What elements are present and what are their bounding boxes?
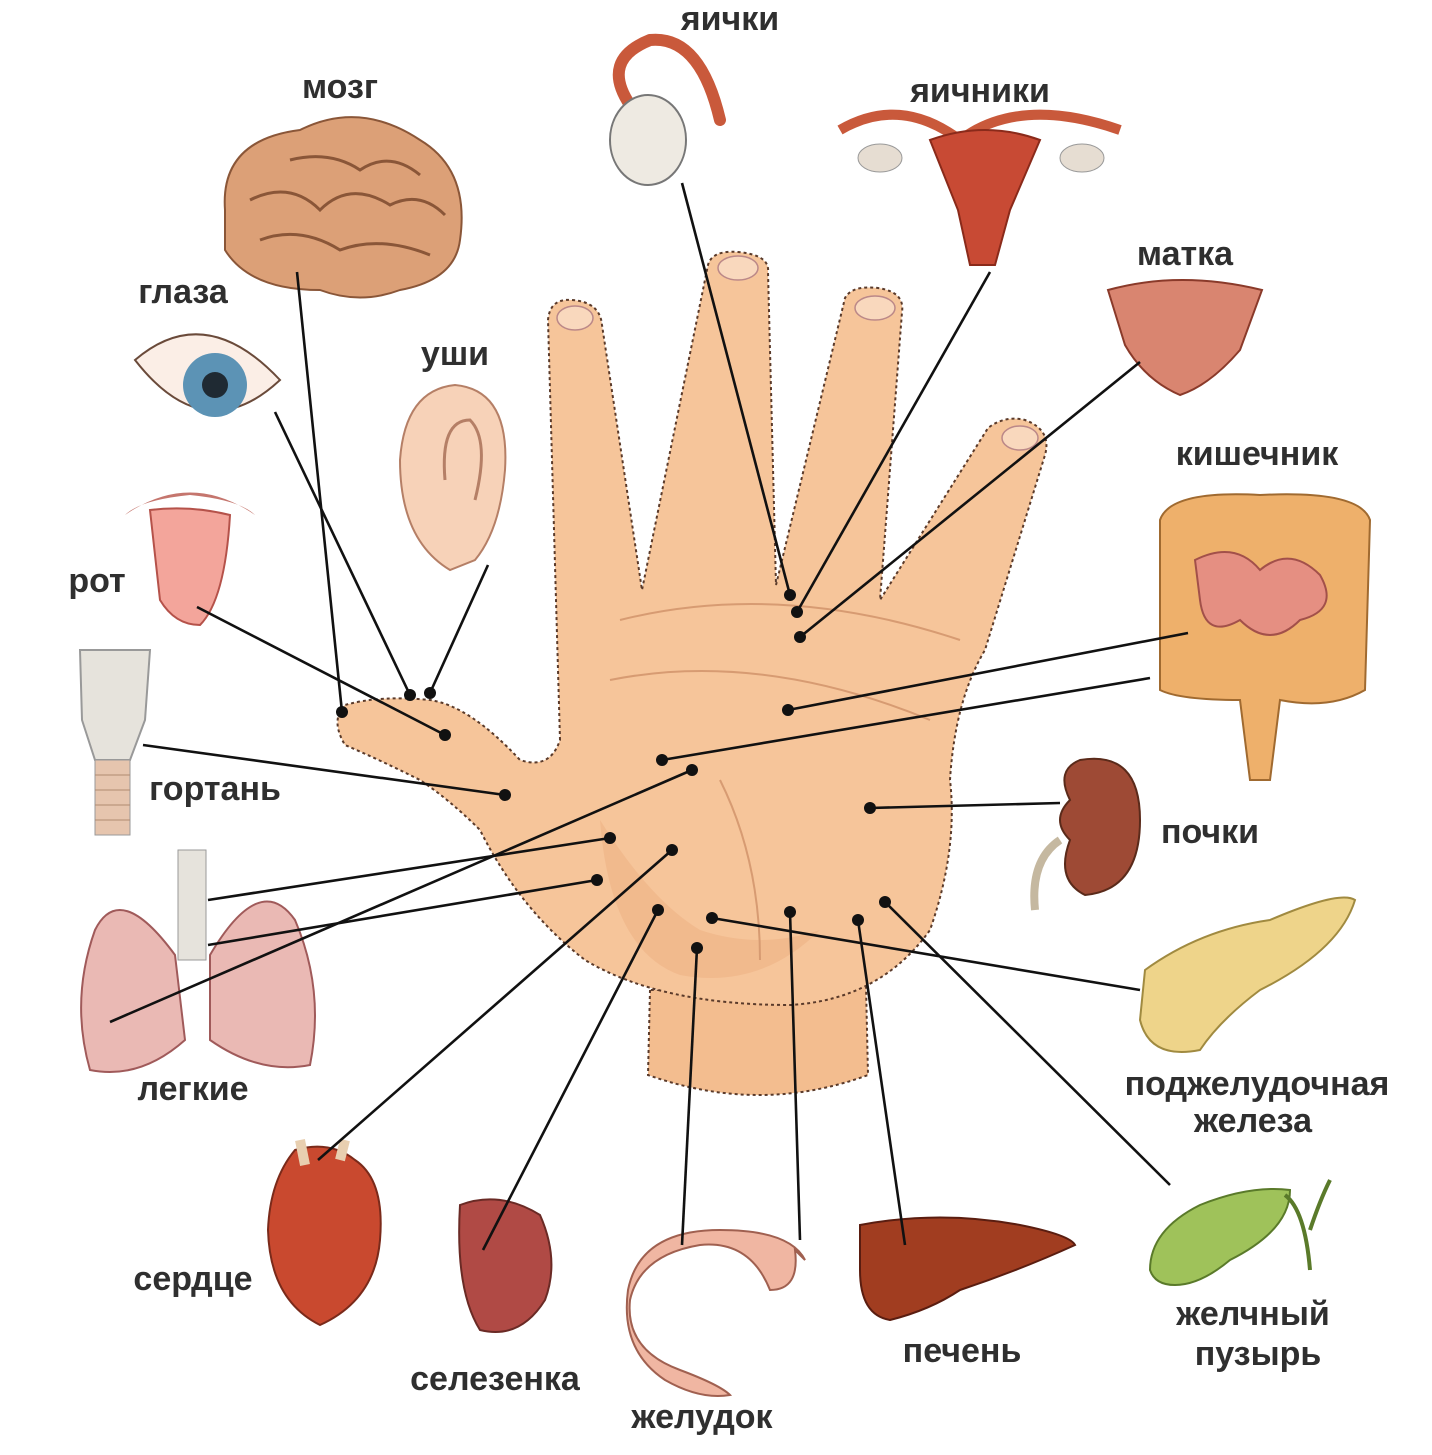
mouth-illustration bbox=[125, 492, 255, 627]
organ-labels: яички мозг яичники матка глаза уши кишеч… bbox=[68, 0, 1389, 1436]
label-testes: яички bbox=[680, 0, 779, 38]
label-pancreas-line1: поджелудочная bbox=[1125, 1065, 1390, 1103]
label-spleen: селезенка bbox=[410, 1360, 581, 1398]
label-liver: печень bbox=[903, 1332, 1022, 1370]
label-eyes: глаза bbox=[138, 273, 229, 311]
ear-illustration bbox=[398, 383, 507, 572]
label-heart: сердце bbox=[133, 1260, 252, 1298]
eye-illustration bbox=[133, 333, 282, 417]
label-lungs: легкие bbox=[137, 1070, 248, 1108]
label-brain: мозг bbox=[302, 68, 378, 106]
liver-illustration bbox=[859, 1216, 1077, 1322]
label-pancreas-line2: железа bbox=[1193, 1102, 1313, 1140]
reflex-points bbox=[336, 589, 891, 954]
label-larynx: гортань bbox=[149, 770, 281, 808]
label-uterus: матка bbox=[1137, 235, 1234, 273]
label-intestine: кишечник bbox=[1176, 435, 1339, 473]
gallbladder-illustration bbox=[1148, 1179, 1332, 1287]
hand bbox=[336, 250, 1048, 1096]
label-gallbladder-line2: пузырь bbox=[1195, 1335, 1322, 1373]
heart-illustration bbox=[266, 1138, 382, 1327]
label-mouth: рот bbox=[68, 562, 125, 600]
label-ovaries: яичники bbox=[909, 72, 1050, 110]
label-kidneys: почки bbox=[1161, 813, 1259, 851]
spleen-illustration bbox=[458, 1198, 553, 1333]
larynx-illustration bbox=[78, 649, 152, 836]
label-gallbladder-line1: желчный bbox=[1175, 1295, 1330, 1333]
testes-illustration bbox=[609, 33, 726, 186]
pancreas-illustration bbox=[1138, 896, 1357, 1053]
stomach-illustration bbox=[625, 1228, 806, 1397]
brain-illustration bbox=[223, 116, 463, 299]
uterus-illustration bbox=[1106, 279, 1264, 397]
label-ears: уши bbox=[421, 335, 489, 373]
kidney-illustration bbox=[1030, 757, 1142, 911]
ovaries-illustration bbox=[837, 109, 1122, 266]
label-stomach: желудок bbox=[630, 1398, 773, 1436]
leader-lines bbox=[109, 182, 1189, 1251]
lungs-illustration bbox=[80, 849, 316, 1073]
intestine-illustration bbox=[1159, 493, 1372, 781]
